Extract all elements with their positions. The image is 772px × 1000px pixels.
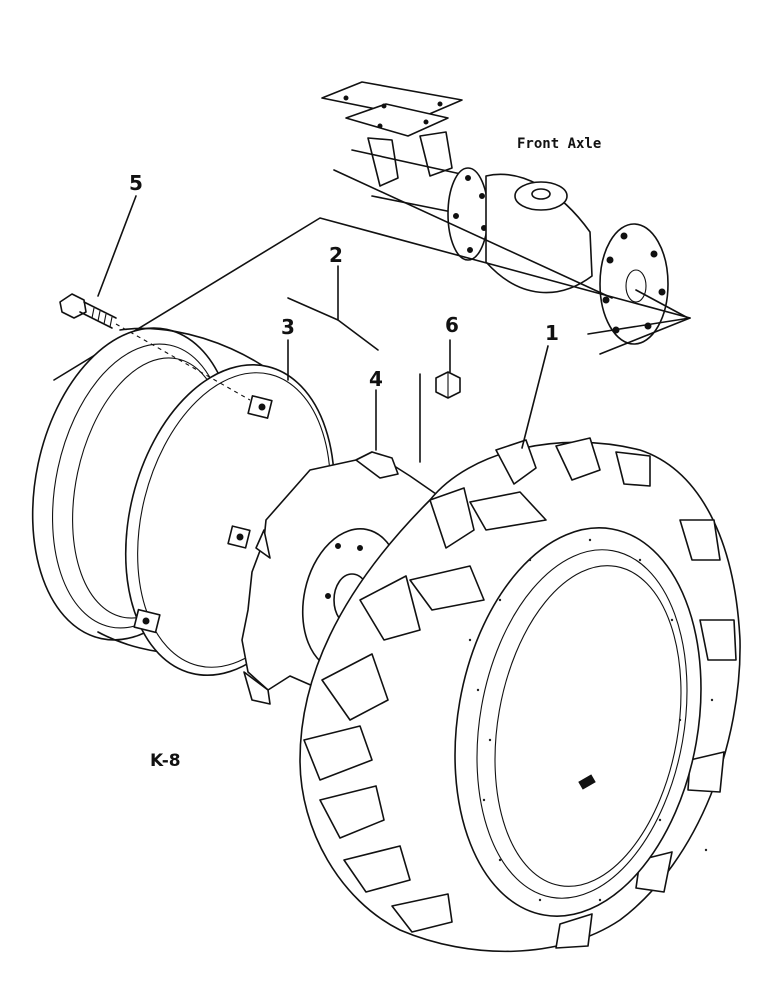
callout-1: 1	[545, 321, 559, 345]
assembly-outline	[53, 217, 691, 381]
axle-centre-line	[333, 169, 613, 299]
callout-4: 4	[369, 367, 383, 391]
front-axle-caption: Front Axle	[517, 136, 601, 152]
callout-6: 6	[445, 313, 459, 337]
callout-2: 2	[329, 243, 343, 267]
figure-id: K-8	[150, 751, 181, 771]
leader-lines	[97, 195, 549, 463]
nut	[435, 371, 461, 399]
callout-3: 3	[281, 315, 295, 339]
tractor-tire	[299, 437, 741, 953]
bolt	[59, 293, 251, 401]
front-axle-housing	[321, 81, 691, 345]
callout-5: 5	[129, 171, 143, 195]
